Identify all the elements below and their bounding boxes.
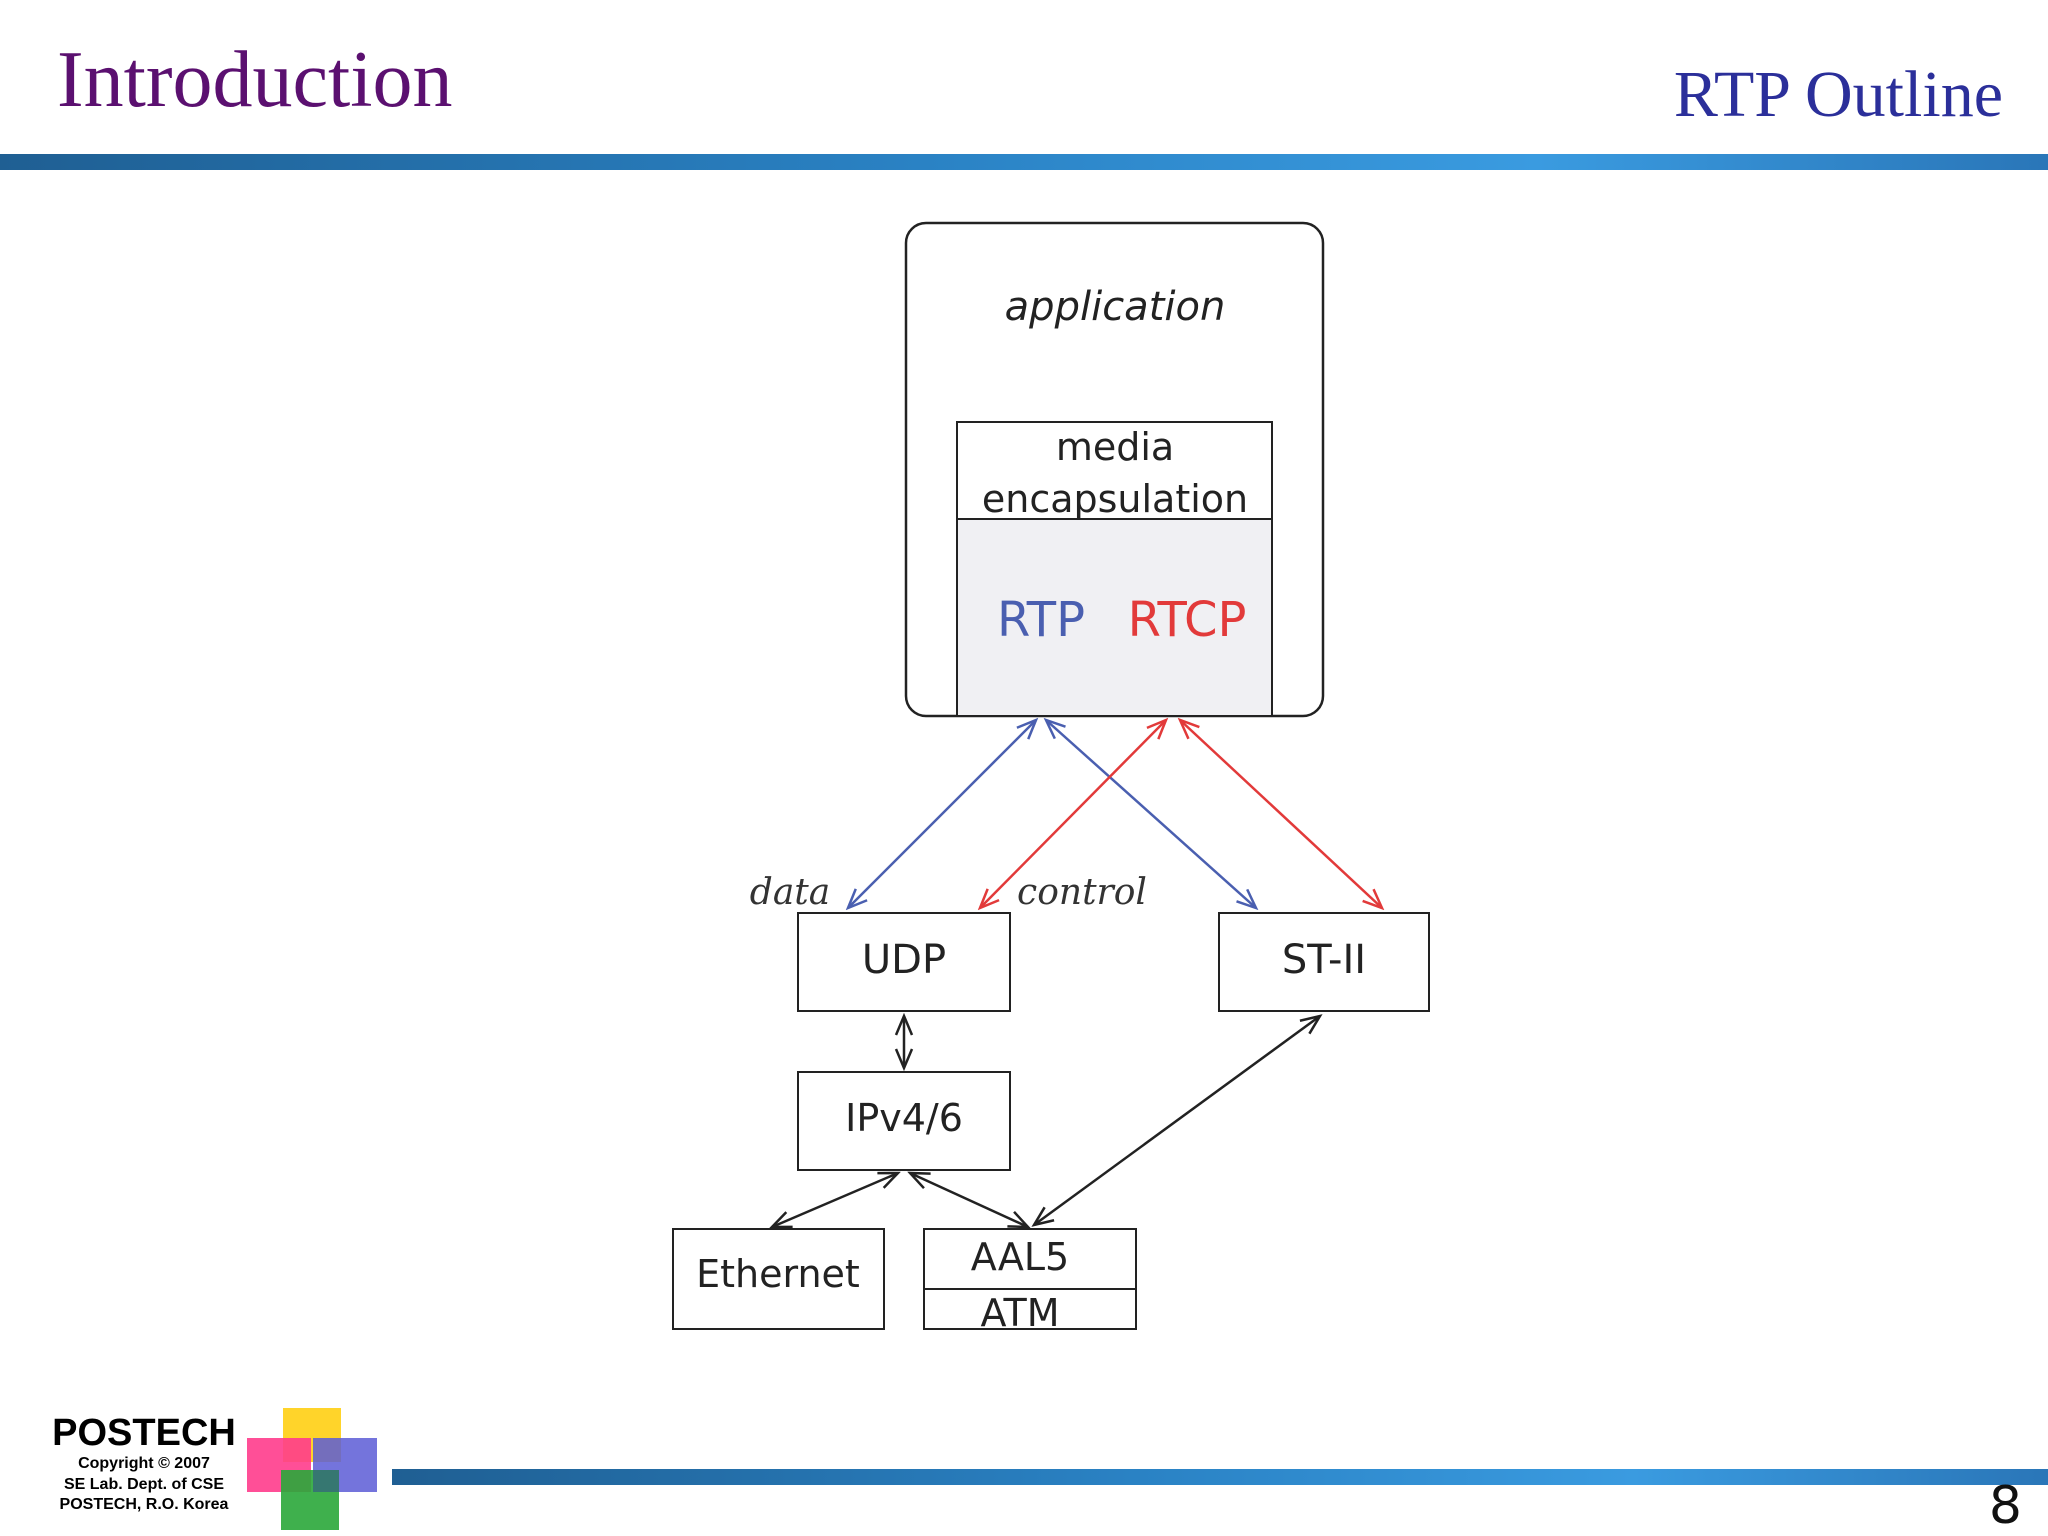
arrow-ip-to-aal5 [910, 1173, 1028, 1227]
postech-logo-icon [247, 1408, 377, 1530]
ethernet-label: Ethernet [696, 1252, 860, 1296]
copyright-line: Copyright © 2007 [78, 1454, 210, 1472]
org-name: POSTECH [52, 1412, 236, 1454]
udp-box [797, 912, 1011, 1012]
control-label: control [1017, 872, 1147, 913]
atm-label: ATM [980, 1291, 1059, 1335]
bottom-rule [392, 1469, 2048, 1485]
atm-box [923, 1288, 1137, 1330]
st2-box [1218, 912, 1430, 1012]
department-line: SE Lab. Dept. of CSE [63, 1475, 224, 1493]
location-line: POSTECH, R.O. Korea [59, 1496, 229, 1514]
ethernet-box [672, 1228, 885, 1330]
media-encapsulation-box [956, 421, 1273, 520]
ipv4-6-label: IPv4/6 [845, 1096, 963, 1140]
ipv4-6-box [797, 1071, 1011, 1171]
media-label-line2: encapsulation [982, 477, 1248, 521]
rtcp-label: RTCP [1128, 592, 1247, 648]
arrow-rtcp-to-st2 [1180, 720, 1382, 908]
application-label: application [1005, 284, 1226, 330]
arrow-st2-to-aal5 [1034, 1016, 1320, 1225]
media-label-line1: media [1056, 425, 1174, 469]
slide-subtitle: RTP Outline [1673, 58, 2003, 131]
page-number: 8 [1988, 1476, 2022, 1536]
top-rule [0, 154, 2048, 170]
udp-label: UDP [862, 937, 946, 983]
footer-organization: POSTECH Copyright © 2007 SE Lab. Dept. o… [24, 1412, 264, 1516]
slide-title: Introduction [57, 36, 453, 124]
arrow-rtcp-to-udp [980, 720, 1166, 908]
rtp-label: RTP [997, 592, 1085, 648]
aal5-label: AAL5 [971, 1235, 1069, 1279]
arrow-ip-to-ethernet [772, 1173, 898, 1227]
rtp-rtcp-panel [956, 518, 1273, 717]
st2-label: ST-II [1282, 937, 1366, 983]
data-label: data [750, 872, 830, 913]
